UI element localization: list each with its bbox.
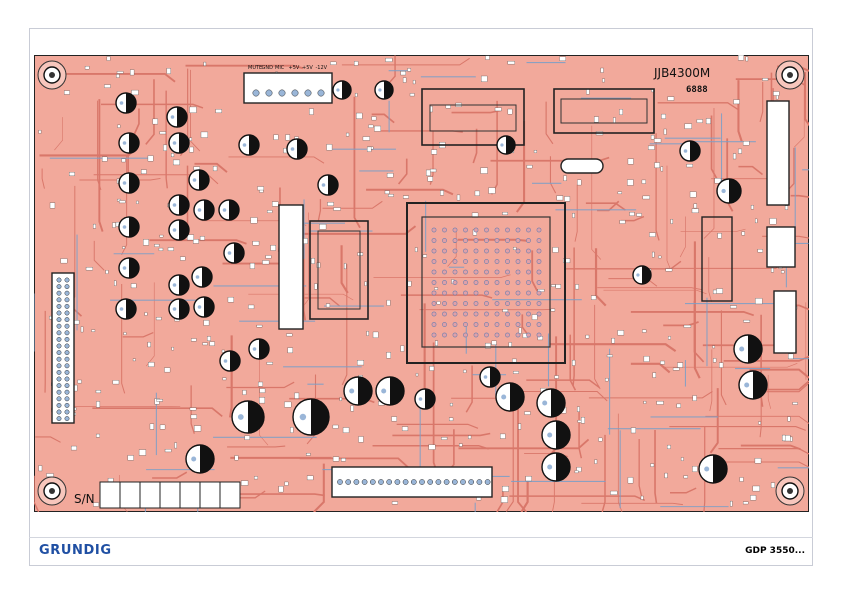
serial-label: S/N — [74, 492, 95, 506]
top-dip-ic-right — [553, 88, 655, 134]
right-edge-connector-low — [773, 290, 797, 354]
top-dip-ic-left — [421, 88, 525, 146]
serial-number-boxes — [99, 481, 241, 509]
electrolytic-capacitors — [115, 80, 768, 484]
right-edge-connector-top — [766, 100, 790, 206]
main-processor-ic — [406, 202, 566, 364]
vertical-header — [278, 204, 304, 330]
mounting-holes — [37, 60, 805, 506]
svg-text:+5V: +5V — [289, 65, 300, 71]
svg-text:-12V: -12V — [316, 65, 328, 71]
bottom-edge-connector — [331, 466, 493, 498]
page-frame — [29, 28, 813, 566]
right-edge-connector-mid — [766, 226, 796, 268]
footer-divider — [29, 537, 813, 538]
model-label: GDP 3550... — [745, 546, 805, 556]
part-number-label: JJB4300M — [653, 66, 710, 80]
crystal-oscillator — [560, 158, 604, 174]
svg-text:MUTE: MUTE — [248, 65, 262, 71]
svg-text:MIC: MIC — [275, 65, 285, 71]
svg-text:+5V: +5V — [302, 65, 313, 71]
svg-text:GND: GND — [262, 65, 274, 71]
memory-ic — [309, 220, 369, 320]
left-edge-connector — [51, 272, 75, 424]
code-label: 6888 — [686, 85, 708, 95]
brand-logo: GRUNDIG — [39, 543, 112, 558]
right-ic — [701, 216, 733, 302]
top-power-connector — [243, 72, 333, 104]
